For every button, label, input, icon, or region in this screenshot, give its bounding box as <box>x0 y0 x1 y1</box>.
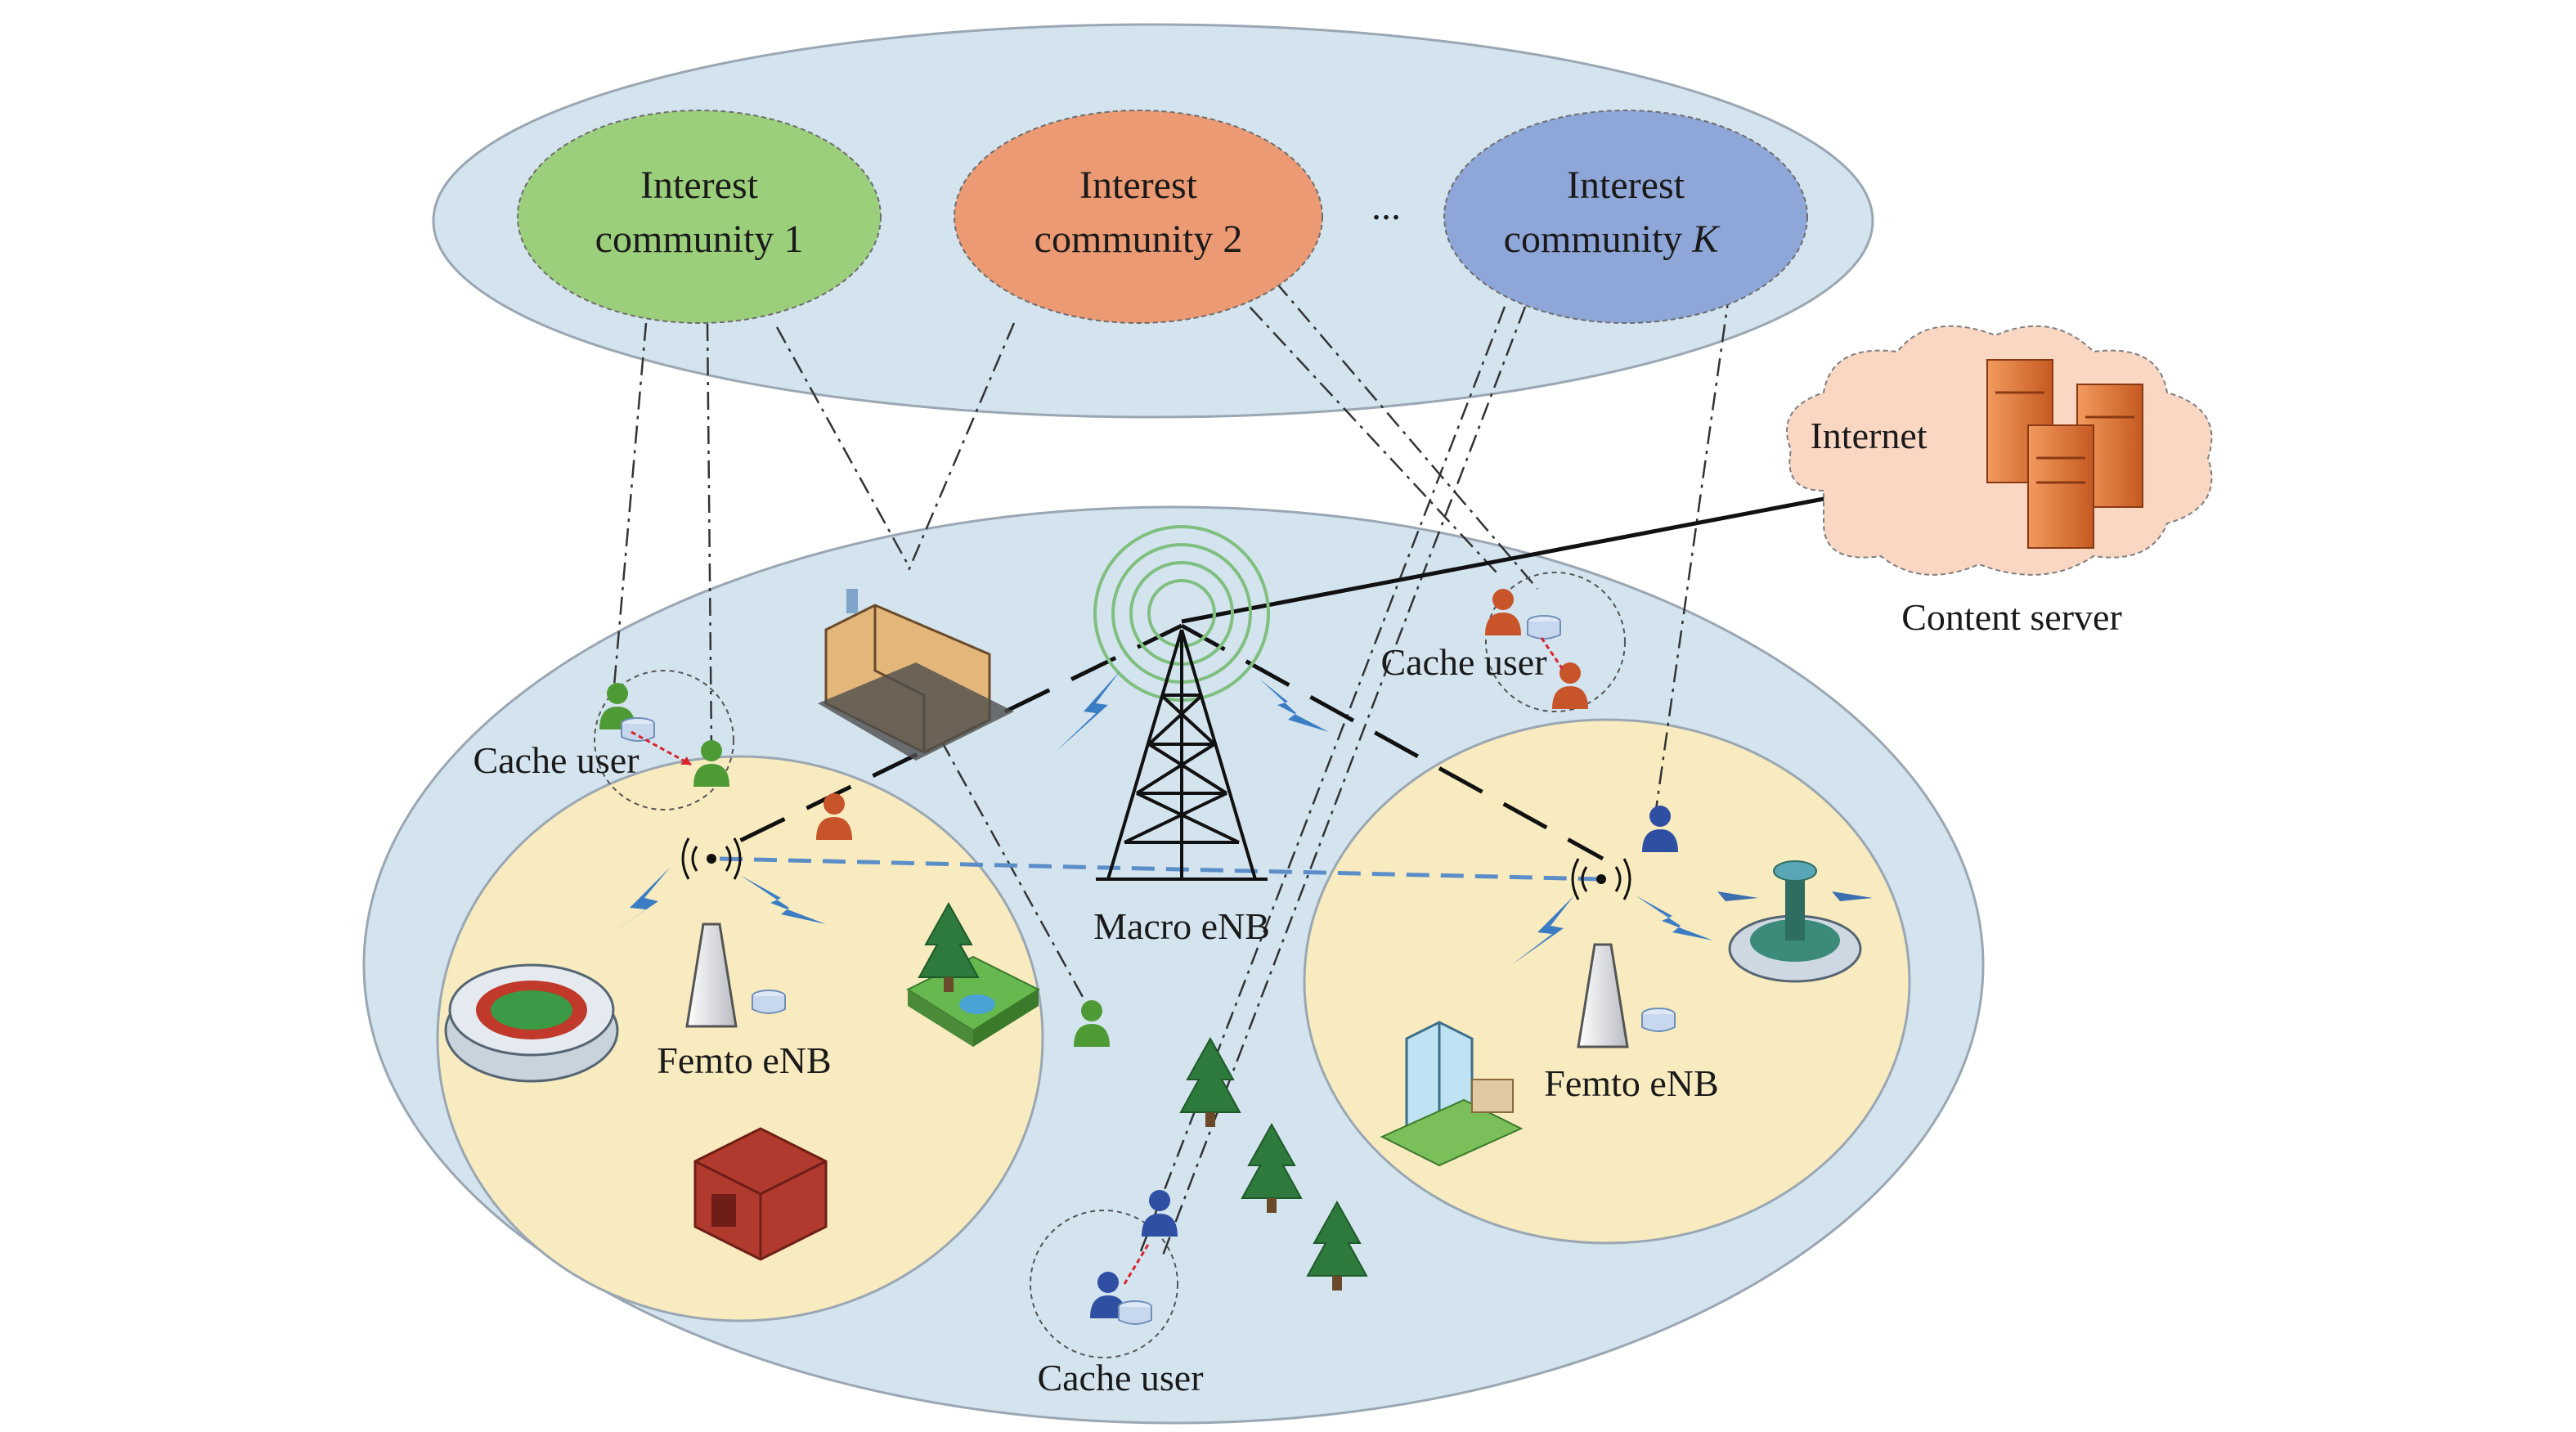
airport-icon <box>1717 860 1873 983</box>
community-k: Interest community K <box>1443 110 1808 324</box>
cache-user-bottom-label: Cache user <box>1037 1357 1203 1398</box>
macro-tower-icon <box>1096 629 1268 881</box>
cache-user-left-label: Cache user <box>473 739 639 781</box>
community-k-italic: K <box>1691 218 1721 261</box>
community-ellipsis: ... <box>1371 185 1401 228</box>
community-1-line1: Interest <box>640 164 759 207</box>
femto-enb-left-label: Femto eNB <box>657 1039 831 1081</box>
user-icons <box>599 589 1678 1325</box>
community-k-line1: Interest <box>1567 164 1685 207</box>
community-2: Interest community 2 <box>954 110 1323 324</box>
server-icon <box>1986 359 2143 549</box>
community-k-line2: community <box>1504 218 1693 261</box>
content-server-label: Content server <box>1901 596 2122 638</box>
femto-area-left <box>436 755 1044 1322</box>
community-1-line2: community 1 <box>595 218 804 261</box>
community-2-line2: community 2 <box>1034 218 1243 261</box>
fire-station-icon <box>693 1127 828 1261</box>
femto-enb-left-icon <box>681 837 786 1028</box>
community-1: Interest community 1 <box>517 110 882 324</box>
park-icon <box>905 903 1041 1047</box>
cache-user-right-circle <box>1485 572 1626 712</box>
office-building-icon <box>1380 1021 1524 1167</box>
femto-enb-right-icon <box>1571 858 1676 1048</box>
internet-label: Internet <box>1810 415 1927 456</box>
macro-enb-label: Macro eNB <box>1093 905 1270 947</box>
backhaul-link <box>1181 496 1824 624</box>
femto-femto-link <box>719 856 1604 882</box>
svg-text:community K: community K <box>1504 218 1721 261</box>
hotel-building-icon <box>818 589 1014 761</box>
lightning-icons <box>601 671 1713 965</box>
cache-user-bottom-circle <box>1030 1210 1178 1358</box>
community-2-line1: Interest <box>1079 164 1198 207</box>
cache-user-left-circle <box>594 670 734 810</box>
stadium-icon <box>444 963 619 1083</box>
cache-user-right-label: Cache user <box>1380 641 1546 683</box>
femto-enb-right-label: Femto eNB <box>1544 1062 1718 1104</box>
